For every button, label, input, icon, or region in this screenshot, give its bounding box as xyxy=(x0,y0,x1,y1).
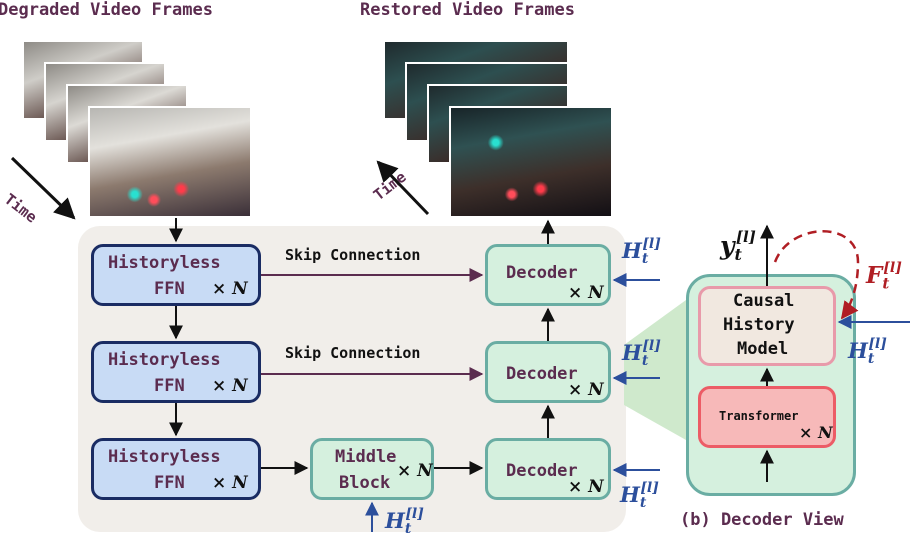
historyless-ffn-1: Historyless FFN × N xyxy=(91,244,261,306)
decoder-label: Decoder xyxy=(506,461,578,481)
history-symbol-decoder-3: Ht[l] xyxy=(620,480,659,512)
degraded-frame-front xyxy=(88,106,252,218)
ffn-label: Historyless xyxy=(108,253,221,273)
ffn-label: FFN xyxy=(154,473,185,493)
restored-frames-title: Restored Video Frames xyxy=(360,0,575,20)
causal-history-model-label: Model xyxy=(737,339,789,359)
history-symbol-decoder-2: Ht[l] xyxy=(622,338,661,370)
ffn-multiplier: × N xyxy=(212,473,248,493)
skip-connection-label-1: Skip Connection xyxy=(285,246,421,264)
decoder-multiplier: × N xyxy=(568,477,604,497)
decoder-2: Decoder × N xyxy=(485,341,611,403)
ffn-label: Historyless xyxy=(108,447,221,467)
decoder-1: Decoder × N xyxy=(485,244,611,306)
transformer-label: Transformer xyxy=(719,409,799,423)
decoder-multiplier: × N xyxy=(568,380,604,400)
causal-history-model-label: Causal xyxy=(733,291,795,311)
history-symbol-middle-block: Ht[l] xyxy=(385,506,424,538)
ffn-label: FFN xyxy=(154,279,185,299)
decoder-multiplier: × N xyxy=(568,283,604,303)
feature-feedback-loop xyxy=(773,230,860,320)
ffn-multiplier: × N xyxy=(212,279,248,299)
middle-block-label: Block xyxy=(339,473,391,493)
historyless-ffn-3: Historyless FFN × N xyxy=(91,438,261,500)
transformer-multiplier: × N xyxy=(799,423,833,442)
ffn-label: FFN xyxy=(154,376,185,396)
degraded-frames-title: Degraded Video Frames xyxy=(0,0,213,20)
causal-history-model: Causal History Model xyxy=(698,286,836,366)
restored-frame-front xyxy=(449,106,613,218)
history-symbol-decoder-1: Ht[l] xyxy=(622,236,661,268)
middle-block-label: Middle xyxy=(335,447,397,467)
middle-block: Middle Block × N xyxy=(310,438,434,500)
output-symbol: yt[l] xyxy=(720,228,756,264)
decoder-label: Decoder xyxy=(506,263,578,283)
historyless-ffn-2: Historyless FFN × N xyxy=(91,341,261,403)
transformer-block: Transformer × N xyxy=(698,386,836,448)
skip-connection-label-2: Skip Connection xyxy=(285,344,421,362)
decoder-label: Decoder xyxy=(506,364,578,384)
time-arrow-left xyxy=(10,156,76,220)
history-symbol-decoder-view: Ht[l] xyxy=(848,336,887,368)
feature-symbol: Ft[l] xyxy=(866,260,902,293)
decoder-view-caption: (b) Decoder View xyxy=(680,510,844,530)
middle-block-multiplier: × N xyxy=(397,461,433,481)
ffn-multiplier: × N xyxy=(212,376,248,396)
ffn-label: Historyless xyxy=(108,350,221,370)
causal-history-model-label: History xyxy=(723,315,795,335)
decoder-3: Decoder × N xyxy=(485,438,611,500)
time-arrow-right xyxy=(376,160,430,216)
